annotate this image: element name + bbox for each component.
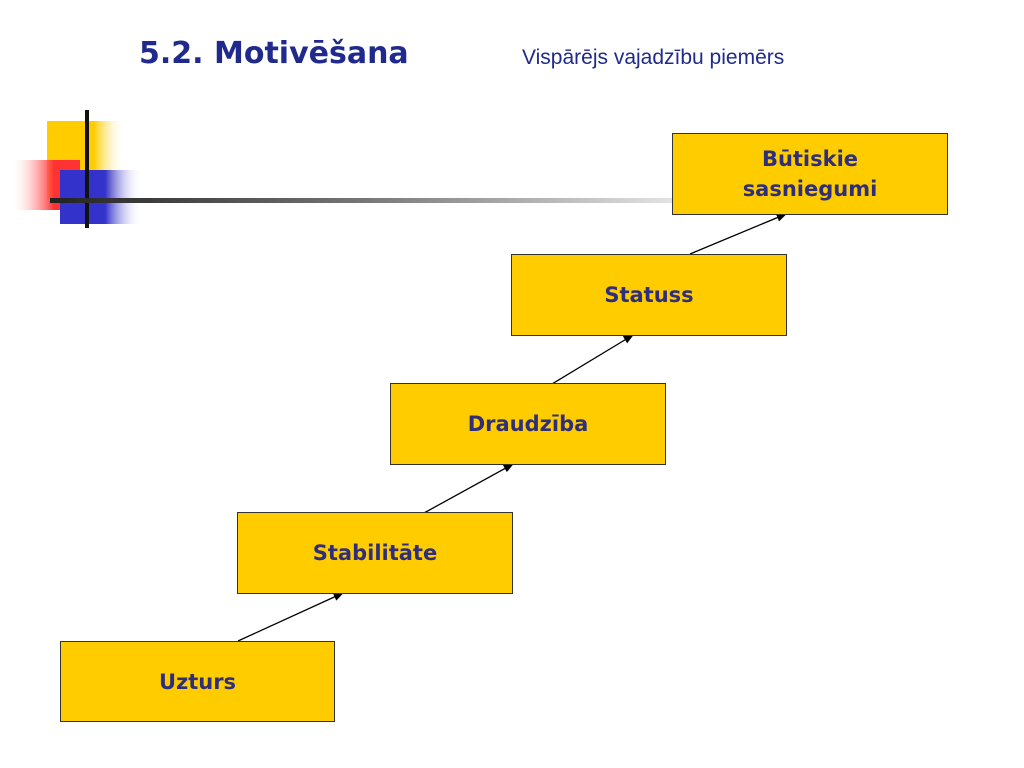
deco-vertical-line bbox=[85, 110, 89, 228]
arrow-uzturs-to-stabilitate bbox=[237, 592, 344, 642]
step-label: Būtiskie sasniegumi bbox=[742, 147, 878, 201]
page-subtitle: Vispārējs vajadzību piemērs bbox=[522, 46, 785, 69]
step-box-draudziba: Draudzība bbox=[390, 383, 666, 465]
arrow-stabilitate-to-draudziba bbox=[423, 463, 514, 514]
step-label: Stabilitāte bbox=[312, 541, 438, 565]
deco-red-square bbox=[14, 160, 80, 210]
step-label: Uzturs bbox=[158, 669, 237, 694]
step-box-statuss: Statuss bbox=[511, 254, 787, 336]
step-label: Draudzība bbox=[467, 412, 589, 436]
deco-yellow-square bbox=[47, 121, 125, 199]
step-box-butiskie-sasniegumi: Būtiskie sasniegumi bbox=[672, 133, 948, 215]
step-box-uzturs: Uzturs bbox=[60, 641, 335, 722]
page-title: 5.2. Motivēšana bbox=[139, 36, 409, 71]
step-label: Statuss bbox=[604, 283, 694, 307]
arrow-statuss-to-butiskie bbox=[689, 213, 787, 255]
deco-horizontal-line bbox=[50, 198, 680, 203]
deco-blue-square bbox=[60, 170, 142, 224]
step-box-stabilitate: Stabilitāte bbox=[237, 512, 513, 594]
arrow-draudziba-to-statuss bbox=[551, 334, 634, 385]
